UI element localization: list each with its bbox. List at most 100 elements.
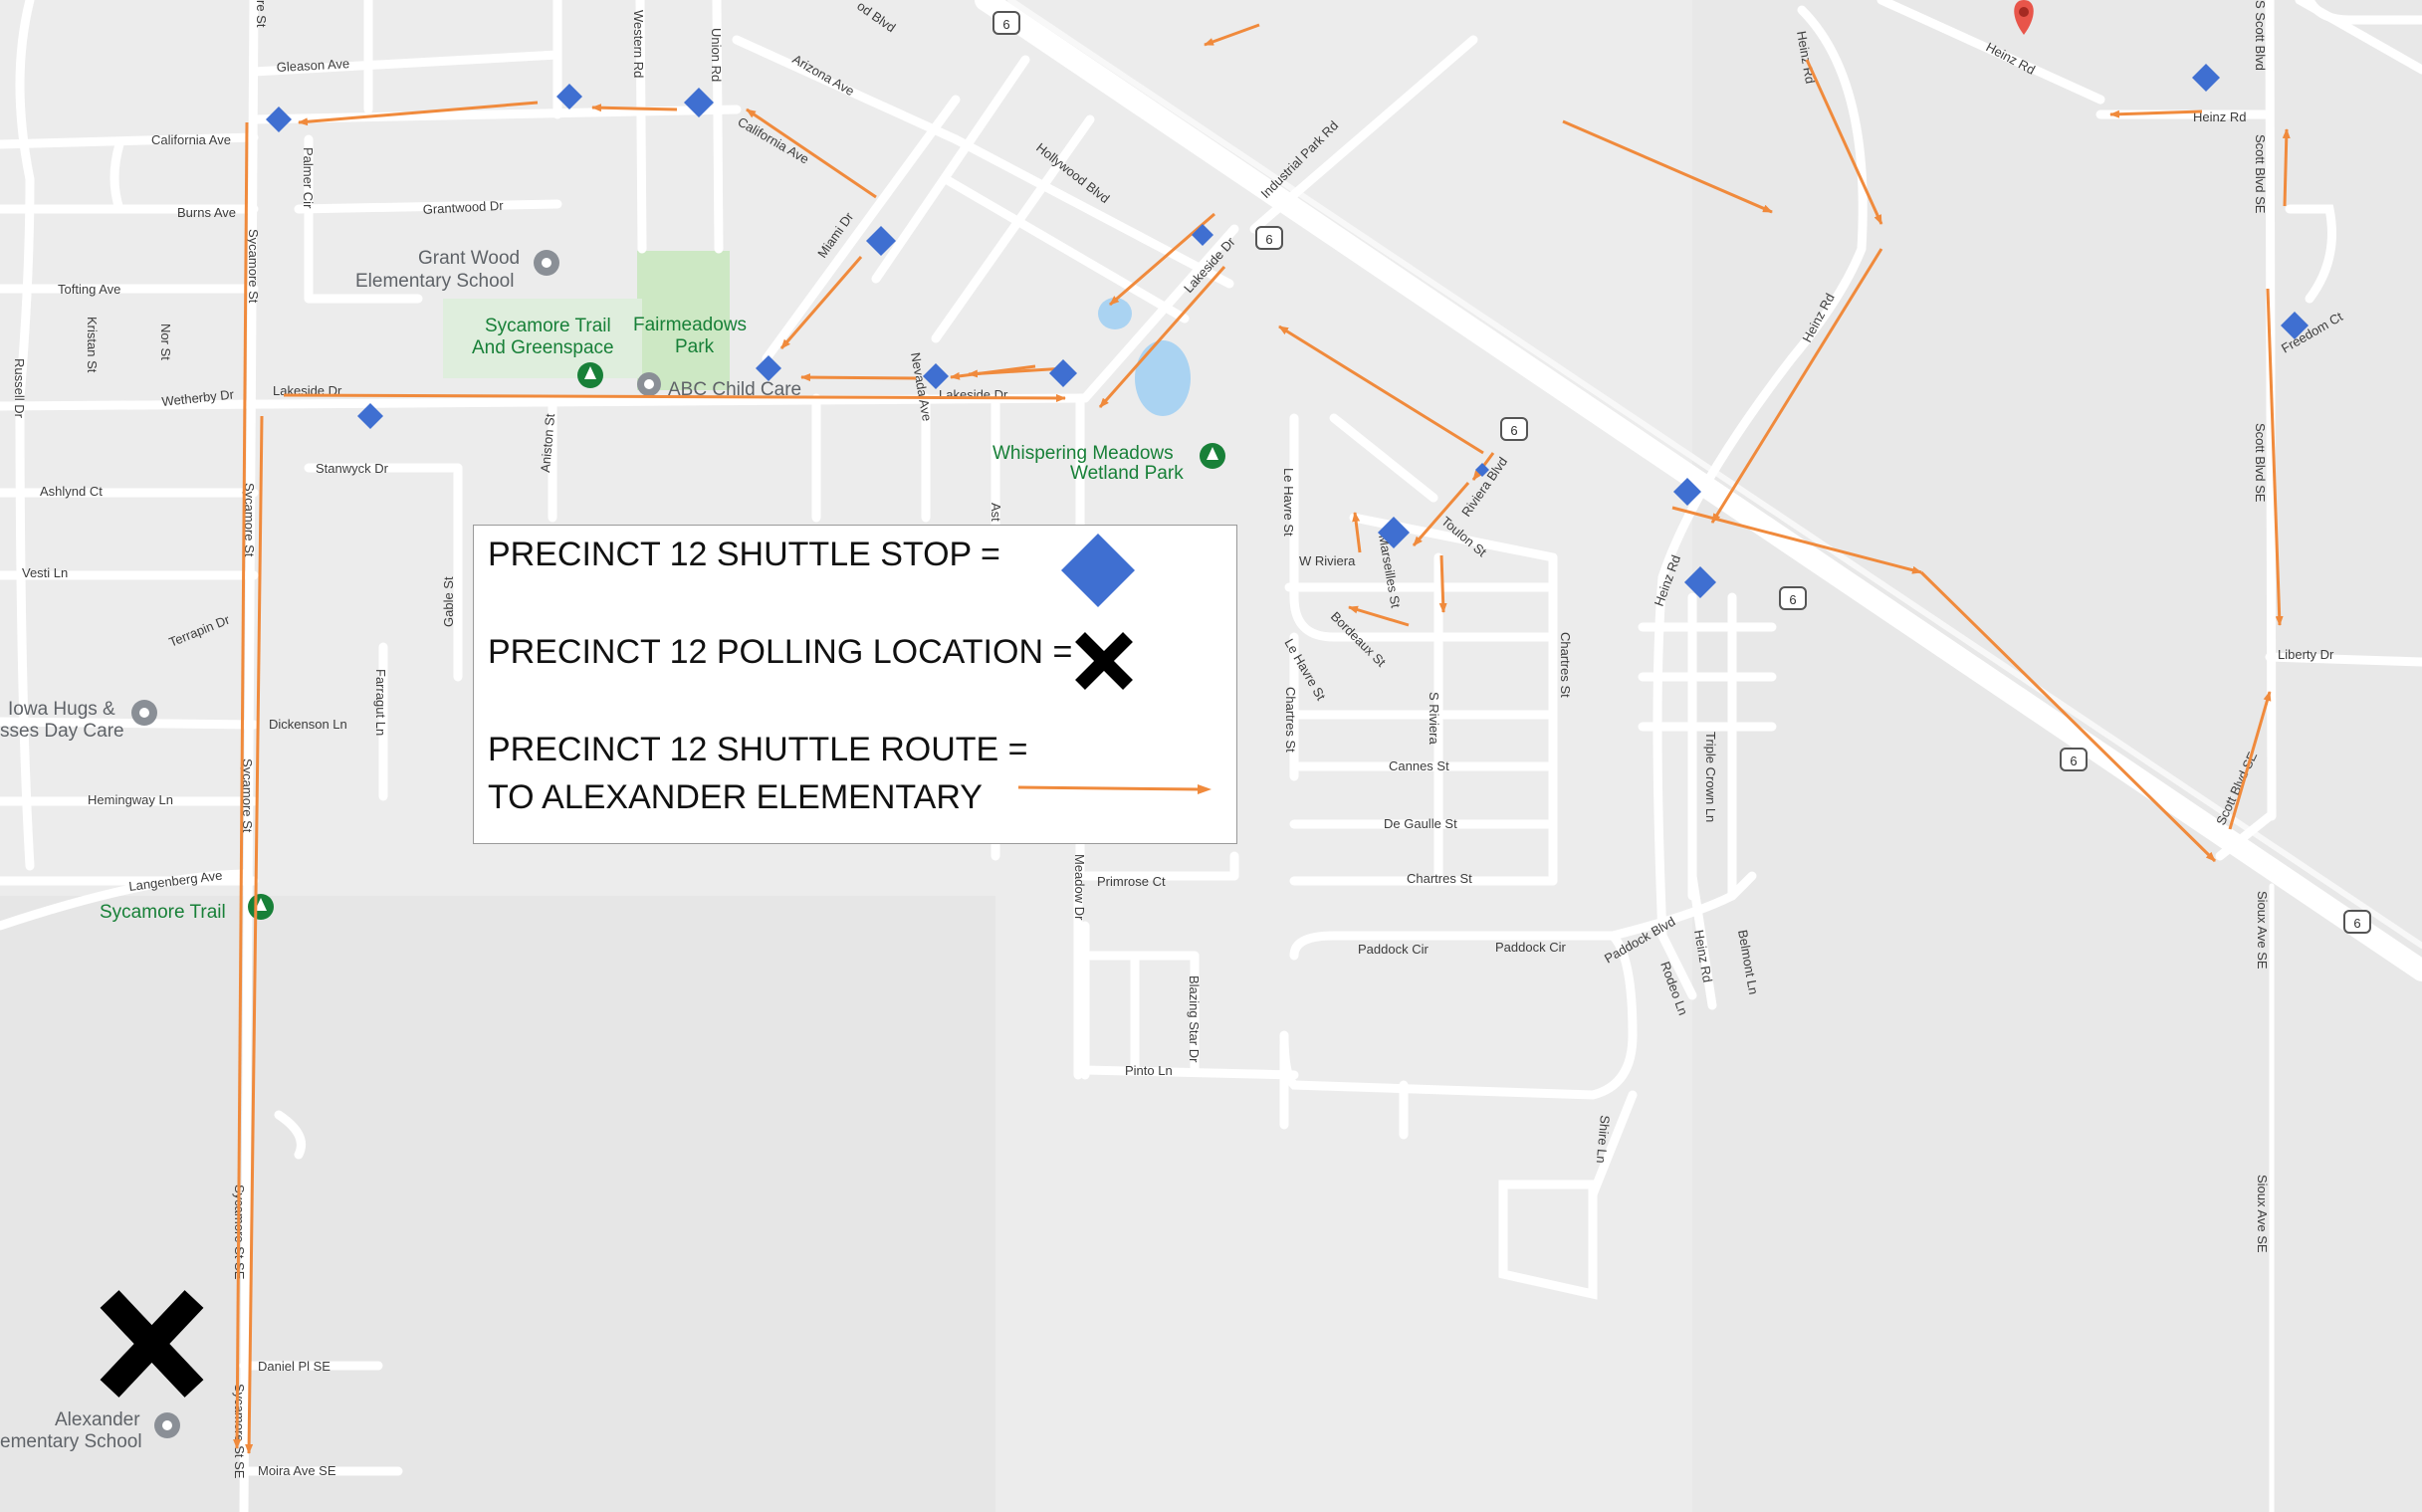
route-arrow — [1805, 59, 1883, 225]
route-arrow — [2228, 691, 2272, 830]
route-arrow — [2109, 109, 2203, 118]
park-pin-icon[interactable] — [1200, 443, 1225, 469]
highway-shield-label: 6 — [2353, 916, 2360, 931]
diamond-stop-icon[interactable] — [684, 88, 714, 117]
road-label: Scott Blvd SE — [2253, 134, 2268, 214]
highway-shield-icon: 6 — [1500, 417, 1528, 441]
road-label: Ast — [989, 503, 1003, 522]
route-arrow — [1204, 23, 1260, 47]
route-arrow — [746, 108, 877, 199]
park-label: Park — [675, 336, 715, 357]
road-label: Chartres St — [1558, 632, 1573, 698]
map-marker-icon[interactable] — [2014, 0, 2034, 35]
park-areas — [443, 251, 730, 390]
route-arrow — [1098, 266, 1226, 408]
road-label: Paddock Cir — [1495, 940, 1566, 955]
road-label: Shire Ln — [1594, 1115, 1613, 1165]
park-pin-icon[interactable] — [248, 894, 274, 920]
diamond-stop-icon[interactable] — [1192, 224, 1213, 246]
road-label: Nor St — [158, 324, 173, 360]
legend-stop-label: PRECINCT 12 SHUTTLE STOP = — [488, 536, 1000, 573]
diamond-stop-icon[interactable] — [2281, 312, 2309, 339]
diamond-stop-icon[interactable] — [756, 355, 781, 381]
poi-pin-icon[interactable] — [534, 250, 559, 276]
route-arrow — [1278, 324, 1484, 455]
route-arrow — [298, 101, 539, 126]
route-arrow — [1710, 248, 1883, 524]
park-label: And Greenspace — [472, 337, 614, 358]
legend-polling-label: PRECINCT 12 POLLING LOCATION = — [488, 633, 1073, 671]
road-label: Burns Ave — [177, 205, 236, 220]
road-label: Russell Dr — [12, 358, 27, 419]
road-label: W Riviera — [1299, 553, 1356, 568]
route-arrow — [233, 121, 249, 1449]
highway-shield-icon: 6 — [2343, 910, 2371, 934]
legend-route-label-2: TO ALEXANDER ELEMENTARY — [488, 778, 983, 816]
route-arrow — [1671, 506, 1922, 574]
road-label: Chartres St — [1407, 871, 1472, 886]
route-arrow — [1412, 482, 1470, 546]
poi-label: sses Day Care — [0, 721, 124, 742]
road-label: Paddock Cir — [1358, 942, 1429, 957]
road-label: Lakeside Dr — [939, 387, 1008, 402]
legend-route-label: PRECINCT 12 SHUTTLE ROUTE = — [488, 731, 1028, 768]
pond — [1098, 298, 1132, 329]
road-label: Tofting Ave — [58, 282, 120, 297]
park-pin-icon[interactable] — [577, 362, 603, 388]
poi-label: ABC Child Care — [668, 379, 801, 400]
road-label: Sycamore St — [242, 483, 257, 557]
x-polling-icon[interactable] — [100, 1290, 204, 1398]
diamond-stop-icon[interactable] — [266, 107, 292, 132]
highway-shields: 6 6 6 6 6 6 — [992, 11, 2371, 934]
poi-pin-icon[interactable] — [131, 700, 157, 726]
highway-shield-label: 6 — [1789, 592, 1796, 607]
route-arrow — [1919, 570, 2217, 863]
highway-shield-label: 6 — [1510, 423, 1517, 438]
park-label: Fairmeadows — [633, 315, 747, 335]
diamond-stop-icon[interactable] — [2192, 64, 2220, 92]
diamond-stop-icon[interactable] — [357, 403, 383, 429]
road-label: S Scott Blvd — [2253, 0, 2268, 71]
poi-label: Elementary School — [355, 271, 514, 292]
route-arrow — [1109, 212, 1215, 307]
poi-label: Iowa Hugs & — [8, 699, 115, 720]
diamond-stop-icon[interactable] — [556, 84, 582, 109]
road-label: Gable St — [441, 576, 456, 627]
road-label: Liberty Dr — [2278, 647, 2334, 662]
diamond-stop-icon[interactable] — [1684, 566, 1716, 598]
route-arrow — [1562, 119, 1773, 214]
road-label: Sycamore St SE — [232, 1384, 247, 1479]
diamond-stop-icon[interactable] — [1475, 463, 1489, 477]
diamond-stop-icon[interactable] — [1378, 517, 1410, 548]
diamond-stop-icon[interactable] — [866, 226, 896, 256]
diamond-stop-icon[interactable] — [923, 363, 949, 389]
road-label: Hemingway Ln — [88, 792, 173, 807]
road-label: Sioux Ave SE — [2255, 891, 2270, 970]
water — [1098, 298, 1191, 416]
road-label: Stanwyck Dr — [316, 461, 389, 476]
diamond-stop-icon[interactable] — [1049, 359, 1077, 387]
diamond-stop-icon — [1061, 534, 1135, 607]
poi-label: Alexander — [55, 1409, 140, 1430]
route-arrow — [1352, 512, 1362, 553]
terrain-area — [1692, 0, 2422, 1512]
highway-shield-label: 6 — [1265, 232, 1272, 247]
road-label: Triple Crown Ln — [1703, 732, 1718, 822]
road-label: Palmer Cir — [301, 147, 316, 209]
highway-shield-icon: 6 — [1255, 226, 1283, 250]
road-label: Vesti Ln — [22, 565, 68, 580]
poi-pin-icon[interactable] — [154, 1412, 180, 1438]
diamond-stop-icon[interactable] — [1673, 478, 1701, 506]
road-label: Cannes St — [1389, 758, 1449, 773]
route-arrow — [245, 415, 264, 1454]
route-arrow — [1438, 554, 1447, 613]
park-label: Sycamore Trail — [485, 316, 611, 336]
highway-shield-icon: 6 — [992, 11, 1020, 35]
road-label: Kristan St — [85, 317, 100, 373]
road-label: Farragut Ln — [373, 669, 388, 736]
poi-pin-icon[interactable] — [637, 372, 661, 396]
road-label: Ashlynd Ct — [40, 484, 103, 499]
route-arrow — [1348, 605, 1410, 627]
